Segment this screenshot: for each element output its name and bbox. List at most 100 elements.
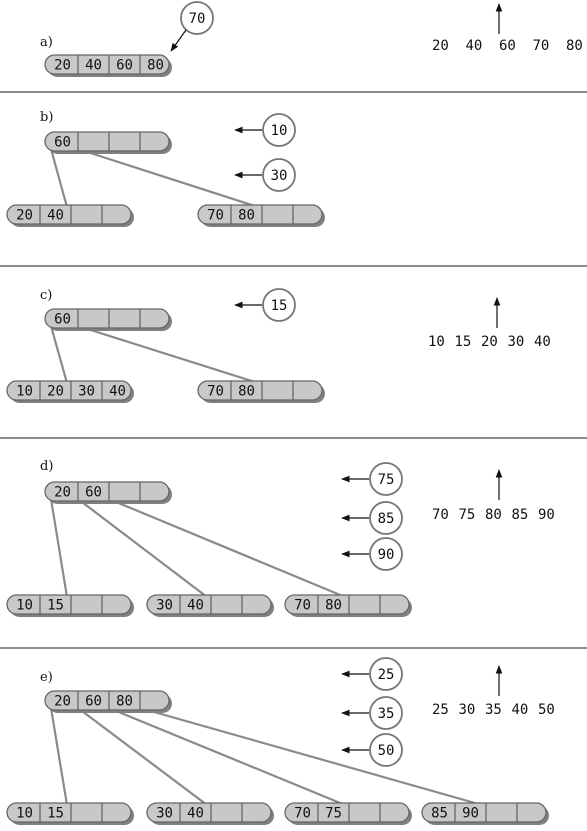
insert-key-value: 10 (271, 123, 288, 139)
node-key: 30 (156, 598, 173, 614)
insert-key-marker: 35 (341, 696, 403, 730)
node-body (146, 802, 272, 823)
tree-link (49, 498, 69, 598)
node-body (197, 204, 323, 225)
node-key: 80 (238, 208, 255, 224)
node-body (197, 380, 323, 401)
tree-link (77, 707, 208, 806)
root-node: 60 (44, 308, 172, 331)
tree-link (77, 147, 259, 209)
panel-label: a) (40, 35, 53, 50)
node-key: 30 (156, 806, 173, 822)
node-key: 60 (85, 694, 102, 710)
insert-key-marker: 30 (234, 158, 296, 192)
sequence-value: 60 (499, 38, 516, 54)
tree-link (77, 498, 208, 598)
tree-link (49, 148, 69, 208)
node-body (284, 594, 410, 615)
insert-key-marker: 70 (170, 1, 214, 52)
sequence-value: 20 (481, 334, 498, 350)
sequence-value: 40 (534, 334, 551, 350)
sequence-value: 80 (485, 507, 502, 523)
insert-key-marker: 75 (341, 462, 403, 496)
node-body (6, 204, 132, 225)
node-key: 60 (54, 312, 71, 328)
node-body (6, 380, 132, 401)
node-body (421, 802, 547, 823)
root-node: 20 60 80 (44, 690, 172, 713)
insert-key-marker: 85 (341, 501, 403, 535)
sequence-value: 30 (459, 702, 476, 718)
node-key: 20 (16, 208, 33, 224)
panel-label: c) (40, 288, 52, 303)
panel-label: e) (40, 670, 53, 685)
insert-key-value: 30 (271, 168, 288, 184)
tree-link (139, 706, 483, 807)
node-key: 15 (47, 598, 64, 614)
child-node: 70 80 (197, 380, 325, 403)
sequence-value: 40 (512, 702, 529, 718)
sequence-value: 25 (432, 702, 449, 718)
tree-link (49, 707, 69, 806)
node-body (44, 690, 170, 711)
node-body (44, 131, 170, 152)
child-node: 70 80 (284, 594, 412, 617)
insert-key-circle (369, 501, 403, 535)
sequence-value: 90 (538, 507, 555, 523)
panel-label: b) (40, 110, 53, 125)
node-key: 20 (54, 485, 71, 501)
insert-key-marker: 10 (234, 113, 296, 147)
sequence-value: 40 (466, 38, 483, 54)
node-key: 10 (16, 806, 33, 822)
sequence-value: 15 (455, 334, 472, 350)
node-key: 80 (238, 384, 255, 400)
insert-key-circle (262, 158, 296, 192)
insert-key-value: 90 (378, 547, 395, 563)
node-body (284, 802, 410, 823)
insert-key-value: 15 (271, 298, 288, 314)
insert-key-circle (262, 288, 296, 322)
node-key: 40 (109, 384, 126, 400)
node-key: 70 (294, 598, 311, 614)
node-body (44, 54, 170, 75)
node-key: 20 (47, 384, 64, 400)
node-key: 80 (325, 598, 342, 614)
node-key: 20 (54, 58, 71, 74)
insert-key-value: 50 (378, 743, 395, 759)
insert-key-marker: 15 (234, 288, 296, 322)
insert-key-marker: 90 (341, 537, 403, 571)
node-key: 60 (54, 135, 71, 151)
insert-key-circle (262, 113, 296, 147)
insert-key-value: 35 (378, 706, 395, 722)
sequence-value: 70 (432, 507, 449, 523)
insert-key-value: 70 (189, 11, 206, 27)
node-key: 70 (207, 384, 224, 400)
node-key: 40 (47, 208, 64, 224)
node-key: 40 (187, 598, 204, 614)
child-node: 30 40 (146, 594, 274, 617)
insert-arrow (170, 29, 187, 52)
node-body (44, 481, 170, 502)
node-key: 15 (47, 806, 64, 822)
panel-label: d) (40, 459, 53, 474)
sequence-value: 70 (533, 38, 550, 54)
sequence-value: 35 (485, 702, 502, 718)
sequence-value: 10 (428, 334, 445, 350)
insert-key-circle (369, 733, 403, 767)
tree-link (108, 497, 346, 599)
node-key: 80 (116, 694, 133, 710)
sequence-value: 85 (512, 507, 529, 523)
node-key: 20 (54, 694, 71, 710)
